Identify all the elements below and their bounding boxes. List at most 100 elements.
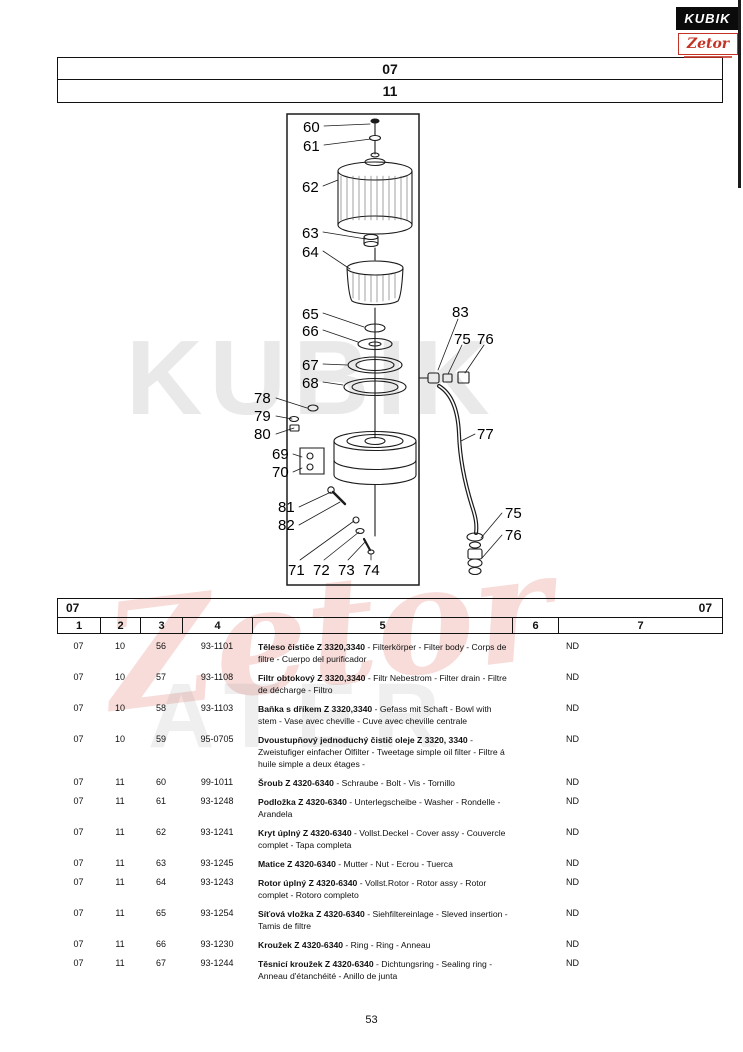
callout-60: 60 bbox=[303, 119, 320, 136]
col-description: Šroub Z 4320-6340 - Schraube - Bolt - Vi… bbox=[252, 777, 512, 789]
col-description: Rotor úplný Z 4320-6340 - Vollst.Rotor -… bbox=[252, 877, 512, 901]
subsection-number-box: 11 bbox=[57, 80, 723, 103]
rotor-drawing bbox=[346, 247, 404, 306]
table-row: 07 11 63 93-1245 Matice Z 4320-6340 - Mu… bbox=[57, 858, 723, 870]
col-description: Kroužek Z 4320-6340 - Ring - Ring - Anne… bbox=[252, 939, 512, 951]
col-item: 56 bbox=[155, 641, 166, 651]
housing-drawing bbox=[333, 430, 417, 486]
col-nd: ND bbox=[566, 641, 579, 651]
col-section: 07 bbox=[73, 939, 84, 949]
part-name: Rotor úplný Z 4320-6340 bbox=[258, 878, 358, 888]
bracket-drawing bbox=[288, 404, 325, 475]
col-description: Těsnicí kroužek Z 4320-6340 - Dichtungsr… bbox=[252, 958, 512, 982]
column-header-5: 5 bbox=[253, 618, 513, 633]
part-name: Síťová vložka Z 4320-6340 bbox=[258, 909, 365, 919]
col-part-number: 93-1108 bbox=[200, 672, 234, 682]
side-bolt-drawing bbox=[327, 486, 347, 506]
col-item: 60 bbox=[155, 777, 166, 787]
bolt-and-washer-drawing bbox=[364, 118, 386, 167]
col-nd: ND bbox=[566, 877, 579, 887]
col-section: 07 bbox=[73, 796, 84, 806]
col-section: 07 bbox=[73, 703, 84, 713]
callout-74: 74 bbox=[363, 562, 380, 579]
part-name: Šroub Z 4320-6340 bbox=[258, 778, 334, 788]
table-row: 07 10 57 93-1108 Filtr obtokový Z 3320,3… bbox=[57, 672, 723, 696]
col-part-number: 93-1244 bbox=[200, 958, 234, 968]
callout-77: 77 bbox=[477, 426, 494, 443]
assembly-drawing bbox=[275, 113, 503, 586]
col-section: 07 bbox=[73, 641, 84, 651]
col-nd: ND bbox=[566, 703, 579, 713]
part-translations: - Unterlegscheibe - Washer - Rondelle - … bbox=[258, 797, 501, 819]
column-header-7: 7 bbox=[637, 619, 644, 632]
col-section: 07 bbox=[73, 777, 84, 787]
callout-83: 83 bbox=[452, 304, 469, 321]
part-translations: - Vollst.Deckel - Cover assy - Couvercle… bbox=[258, 828, 506, 850]
part-name: Kroužek Z 4320-6340 bbox=[258, 940, 344, 950]
col-description: Baňka s dříkem Z 3320,3340 - Gefass mit … bbox=[252, 703, 512, 727]
col-section: 07 bbox=[73, 958, 84, 968]
col-section: 07 bbox=[73, 858, 84, 868]
part-translations: - Mutter - Nut - Ecrou - Tuerca bbox=[338, 859, 453, 869]
part-name: Filtr obtokový Z 3320,3340 bbox=[258, 673, 366, 683]
bottom-bolt-drawing bbox=[352, 484, 376, 555]
col-description: Podložka Z 4320-6340 - Unterlegscheibe -… bbox=[252, 796, 512, 820]
kubik-watermark: KUBIK bbox=[126, 319, 497, 437]
oil-pipe-drawing bbox=[418, 371, 484, 576]
col-description: Matice Z 4320-6340 - Mutter - Nut - Ecro… bbox=[252, 858, 512, 870]
col-group: 10 bbox=[114, 734, 125, 744]
callout-69: 69 bbox=[272, 446, 289, 463]
part-name: Kryt úplný Z 4320-6340 bbox=[258, 828, 352, 838]
callout-76-top: 76 bbox=[477, 331, 494, 348]
table-row: 07 11 67 93-1244 Těsnicí kroužek Z 4320-… bbox=[57, 958, 723, 982]
scan-edge-artifact bbox=[738, 0, 741, 188]
part-translations: - Gefass mit Schaft - Bowl with stem - V… bbox=[258, 704, 492, 726]
part-name: Podložka Z 4320-6340 bbox=[258, 797, 347, 807]
table-section-row: 07 07 bbox=[58, 599, 722, 617]
nut-drawing bbox=[363, 233, 379, 248]
col-nd: ND bbox=[566, 958, 579, 968]
part-translations: - Schraube - Bolt - Vis - Tornillo bbox=[336, 778, 455, 788]
col-group: 11 bbox=[115, 958, 125, 968]
col-part-number: 99-1011 bbox=[200, 777, 234, 787]
col-description: Síťová vložka Z 4320-6340 - Siehfilterei… bbox=[252, 908, 512, 932]
callout-62: 62 bbox=[302, 179, 319, 196]
part-translations: - Ring - Ring - Anneau bbox=[345, 940, 431, 950]
diagram-frame bbox=[286, 113, 420, 586]
cover-drawing bbox=[337, 161, 413, 235]
col-item: 59 bbox=[155, 734, 166, 744]
section-number-box: 07 bbox=[57, 57, 723, 80]
col-group: 11 bbox=[115, 796, 125, 806]
callout-66: 66 bbox=[302, 323, 319, 340]
callout-71: 71 bbox=[288, 562, 305, 579]
callout-73: 73 bbox=[338, 562, 355, 579]
part-translations: - Filtr Nebestrom - Filter drain - Filtr… bbox=[258, 673, 507, 695]
table-row: 07 11 60 99-1011 Šroub Z 4320-6340 - Sch… bbox=[57, 777, 723, 789]
col-item: 64 bbox=[155, 877, 166, 887]
table-section-left: 07 bbox=[66, 601, 80, 615]
col-item: 61 bbox=[155, 796, 166, 806]
zetor-logo: Zetor bbox=[678, 33, 738, 55]
callout-65: 65 bbox=[302, 306, 319, 323]
col-item: 62 bbox=[155, 827, 166, 837]
col-group: 11 bbox=[115, 858, 125, 868]
table-row: 07 10 56 93-1101 Těleso čističe Z 3320,3… bbox=[57, 641, 723, 665]
col-section: 07 bbox=[73, 827, 84, 837]
col-item: 57 bbox=[155, 672, 166, 682]
col-group: 11 bbox=[115, 877, 125, 887]
part-name: Dvoustupňový jednoduchý čistič oleje Z 3… bbox=[258, 735, 468, 745]
col-group: 11 bbox=[115, 777, 125, 787]
col-item: 65 bbox=[155, 908, 166, 918]
col-description: Dvoustupňový jednoduchý čistič oleje Z 3… bbox=[252, 734, 512, 770]
column-header-1: 1 bbox=[58, 618, 101, 633]
col-group: 11 bbox=[115, 827, 125, 837]
callout-75-top: 75 bbox=[454, 331, 471, 348]
table-row: 07 11 64 93-1243 Rotor úplný Z 4320-6340… bbox=[57, 877, 723, 901]
table-row: 07 11 65 93-1254 Síťová vložka Z 4320-63… bbox=[57, 908, 723, 932]
col-item: 66 bbox=[155, 939, 166, 949]
col-part-number: 93-1101 bbox=[200, 641, 234, 651]
table-row: 07 11 61 93-1248 Podložka Z 4320-6340 - … bbox=[57, 796, 723, 820]
callout-67: 67 bbox=[302, 357, 319, 374]
callout-78: 78 bbox=[254, 390, 271, 407]
callout-75-bottom: 75 bbox=[505, 505, 522, 522]
